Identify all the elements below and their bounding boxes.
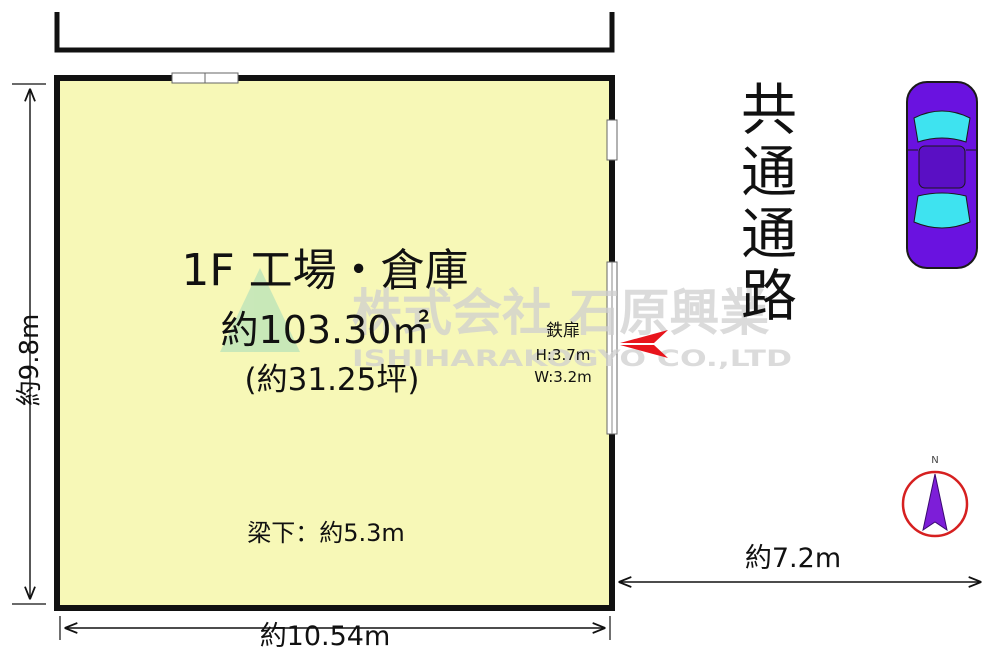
window-right <box>606 119 618 161</box>
door-height: H:3.7m <box>536 346 591 364</box>
bottom-dimension-label: 約10.54m <box>260 621 391 650</box>
adjacent-building-outline <box>54 12 615 53</box>
entrance-arrow-icon <box>620 330 668 358</box>
room-floor <box>54 75 615 611</box>
room-area-tsubo: (約31.25坪) <box>245 362 420 398</box>
watermark-logo-icon <box>220 268 300 352</box>
beam-height-label: 梁下：約5.3m <box>247 519 405 547</box>
left-dimension-line <box>12 83 46 605</box>
right-dimension-label: 約7.2m <box>745 543 841 574</box>
company-watermark: 株式会社 石原興業 ISHIHARAKOGYO CO.,LTD <box>220 268 792 372</box>
room-name: 1F 工場・倉庫 <box>181 245 468 296</box>
door-label: 鉄扉 <box>546 321 580 341</box>
window-top <box>171 72 239 84</box>
door-width: W:3.2m <box>534 368 591 386</box>
watermark-romaji: ISHIHARAKOGYO CO.,LTD <box>352 347 792 372</box>
north-compass-icon <box>901 470 969 538</box>
iron-door-opening <box>606 261 618 435</box>
left-dimension-label: 約9.8m <box>15 314 45 407</box>
car-icon <box>906 81 978 269</box>
bottom-dimension-line <box>59 616 611 640</box>
watermark-company: 株式会社 石原興業 <box>352 284 769 342</box>
compass-north-label: N <box>931 455 938 466</box>
room-area: 約103.30㎡ <box>221 308 430 352</box>
road-label: 共通通路 <box>732 80 797 328</box>
